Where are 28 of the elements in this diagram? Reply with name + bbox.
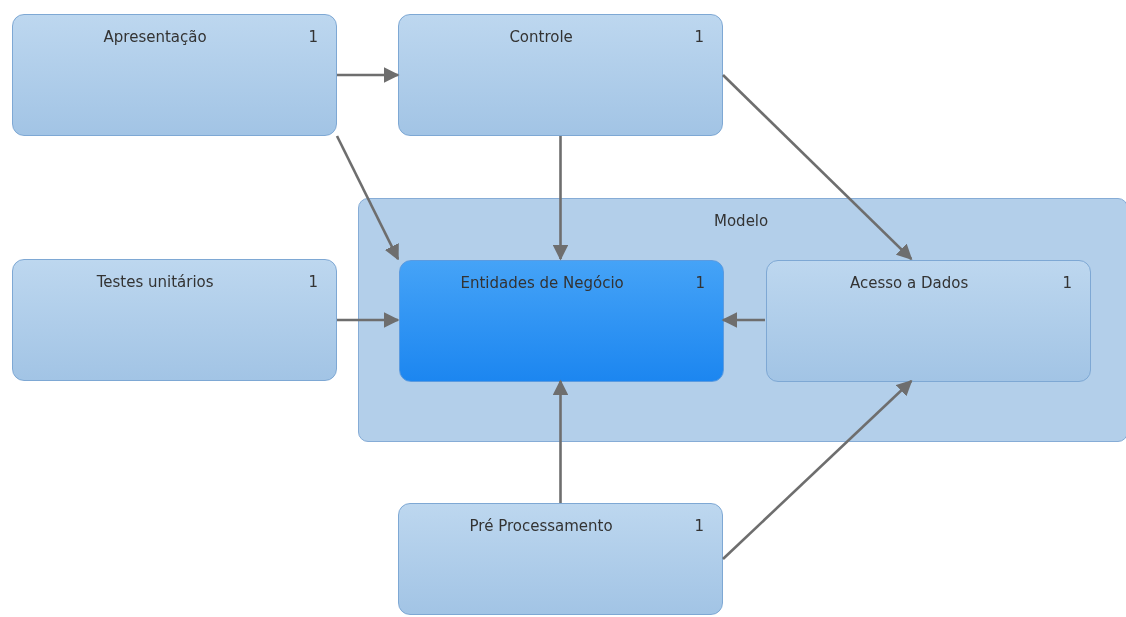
group-title: Modelo xyxy=(714,212,769,230)
group-container xyxy=(358,198,1126,442)
arrow xyxy=(721,312,765,328)
count-label: 1 xyxy=(694,28,704,46)
box-title: Entidades de Negócio xyxy=(459,274,625,292)
count-label: 1 xyxy=(308,28,318,46)
arrow xyxy=(337,312,400,328)
arrow xyxy=(722,74,913,261)
process-box xyxy=(12,14,337,136)
box-title: Acesso a Dados xyxy=(849,274,970,292)
box-title: Controle xyxy=(508,28,574,46)
process-box xyxy=(398,503,723,615)
arrow xyxy=(337,67,400,83)
count-label: 1 xyxy=(694,517,704,535)
count-label: 1 xyxy=(308,273,318,291)
count-label: 1 xyxy=(1062,274,1072,292)
process-box xyxy=(766,260,1091,382)
box-title: Testes unitários xyxy=(95,273,215,291)
box-title: Pré Processamento xyxy=(468,517,614,535)
box-title: Apresentação xyxy=(102,28,208,46)
arrow xyxy=(552,379,569,503)
count-label: 1 xyxy=(695,274,705,292)
process-box xyxy=(12,259,337,381)
arrow xyxy=(335,135,400,261)
highlighted-box xyxy=(399,260,724,382)
arrow xyxy=(722,379,913,560)
process-box xyxy=(398,14,723,136)
arrow xyxy=(552,136,569,261)
